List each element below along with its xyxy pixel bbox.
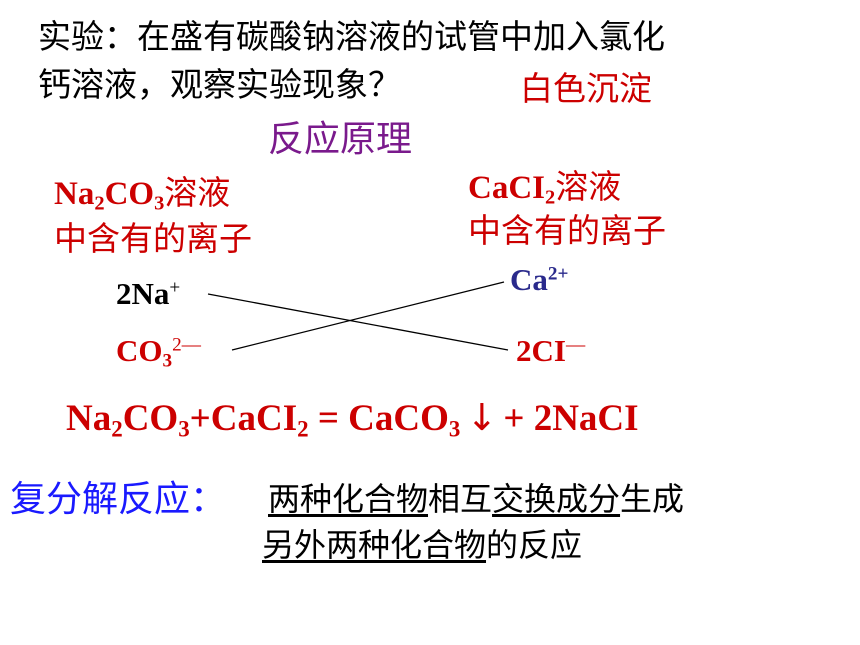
- definition-label: 复分解反应：: [10, 479, 227, 520]
- right-solution-ions-label: 中含有的离子: [468, 211, 666, 250]
- ion-carbonate: CO32—: [116, 333, 201, 372]
- ion-calcium: Ca2+: [510, 262, 569, 297]
- intro-line-2: 钙溶液，观察实验现象？: [38, 65, 401, 104]
- definition-seg-other-compounds: 另外两种化合物: [262, 526, 487, 564]
- left-solution-title: Na2CO3溶液: [54, 166, 230, 214]
- definition-seg-produce: 生成: [620, 480, 685, 518]
- intro-line-1: 实验：在盛有碳酸钠溶液的试管中加入氯化: [38, 17, 665, 56]
- principle-title: 反应原理: [268, 119, 413, 160]
- ion-sodium: 2Na+: [116, 276, 181, 311]
- reaction-equation: Na2CO3+CaCI2 = CaCO3↓+ 2NaCI: [66, 396, 639, 442]
- left-solution-name: 溶液: [164, 173, 231, 212]
- result-text: 白色沉淀: [520, 69, 652, 108]
- definition-seg-exchange: 交换成分: [492, 480, 621, 518]
- left-formula: Na2CO3: [54, 176, 165, 215]
- right-solution-title: CaCI2溶液: [468, 160, 621, 208]
- precipitate-arrow-icon: ↓: [466, 396, 498, 439]
- right-solution-name: 溶液: [555, 167, 622, 206]
- definition-line-2: 另外两种化合物的反应: [262, 520, 582, 566]
- ion-chloride: 2CI—: [516, 333, 586, 368]
- line-sodium-to-chloride: [207, 293, 509, 351]
- left-solution-ions-label: 中含有的离子: [54, 219, 252, 258]
- definition-seg-mutual: 相互: [428, 480, 493, 518]
- right-formula: CaCI2: [468, 170, 556, 209]
- definition-seg-reaction: 的反应: [486, 526, 583, 564]
- definition-seg-compounds: 两种化合物: [268, 480, 429, 518]
- definition-line-1: 两种化合物相互交换成分生成: [268, 474, 684, 520]
- line-carbonate-to-calcium: [231, 281, 505, 351]
